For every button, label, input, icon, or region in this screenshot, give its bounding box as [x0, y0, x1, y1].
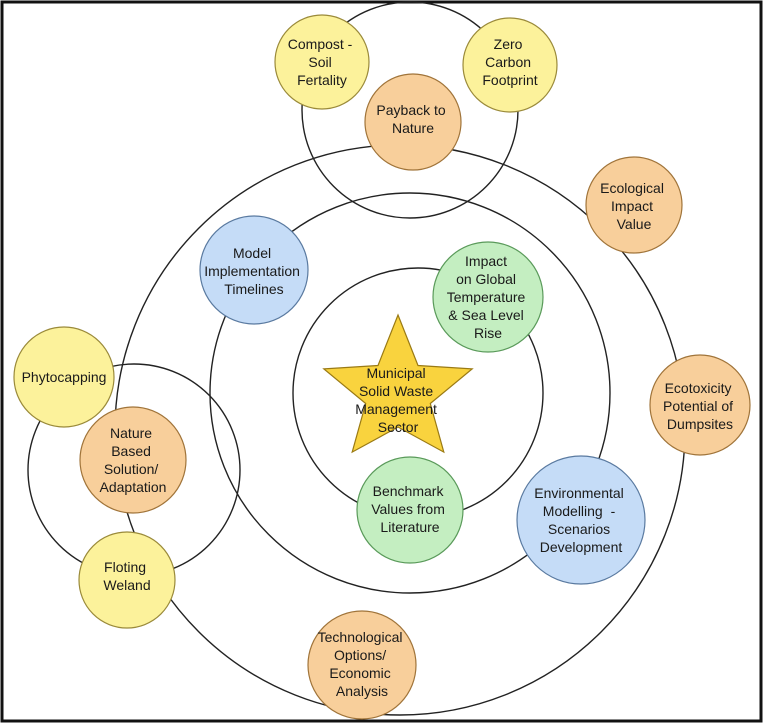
svg-text:Zero Carbon Footpr: Zero Carbon Footprint [482, 36, 537, 88]
svg-text:Environmental Modelling: Environmental Modelling - Scenarios Deve… [534, 485, 627, 555]
star-line-2: Solid Waste [359, 383, 433, 399]
svg-text:Floting Weland: Floting Weland [103, 559, 150, 593]
node-ecological-impact: Ecological Impact Value [585, 156, 683, 254]
svg-text:Ecological Impact: Ecological Impact Value [600, 180, 668, 232]
node-compost: Compost - Soil Fertality [274, 14, 370, 110]
node-floating-wetland: Floting Weland [78, 531, 176, 629]
star-line-4: Sector [378, 419, 419, 435]
ring-middle [209, 192, 611, 594]
svg-text:Payback to Nature: Payback to Nature [376, 102, 449, 136]
svg-text:Nature Based Solut: Nature Based Solution/ Adaptation [100, 425, 167, 495]
svg-text:Impact on Global T: Impact on Global Temperature & Sea Level… [447, 253, 529, 341]
node-ecotoxicity: Ecotoxicity Potential of Dumpsites [649, 354, 751, 456]
node-phytocapping: Phytocapping [13, 326, 115, 428]
node-model-timelines: Model Implementation Timelines [199, 215, 309, 325]
star-line-3: Management [355, 401, 437, 417]
star-line-1: Municipal [366, 365, 425, 381]
node-benchmark: Benchmark Values from Literature [356, 456, 464, 564]
node-global-temperature: Impact on Global Temperature & Sea Level… [432, 241, 544, 353]
node-technological-options: Technological Options/ Economic Analysis [307, 610, 417, 720]
svg-text:Compost - Soil Fer: Compost - Soil Fertality [288, 36, 356, 88]
node-payback: Payback to Nature [364, 73, 462, 171]
star-shape [322, 313, 474, 454]
node-environmental-modelling: Environmental Modelling - Scenarios Deve… [516, 455, 646, 585]
node-nature-based: Nature Based Solution/ Adaptation [79, 406, 187, 514]
node-zero-carbon: Zero Carbon Footprint [462, 17, 558, 113]
svg-text:Model Implementation: Model Implementation Timelines [204, 245, 304, 297]
svg-text:Phytocapping: Phytocapping [22, 369, 107, 385]
svg-text:Ecotoxicity Potential of: Ecotoxicity Potential of Dumpsites [663, 380, 737, 432]
svg-text:Benchmark Values from: Benchmark Values from Literature [371, 483, 449, 535]
center-star: Municipal Solid Waste Management Sector [322, 313, 474, 454]
star-text: Municipal Solid Waste Management Sector [355, 365, 441, 435]
svg-text:Technological Options/: Technological Options/ Economic Analysis [318, 629, 407, 699]
